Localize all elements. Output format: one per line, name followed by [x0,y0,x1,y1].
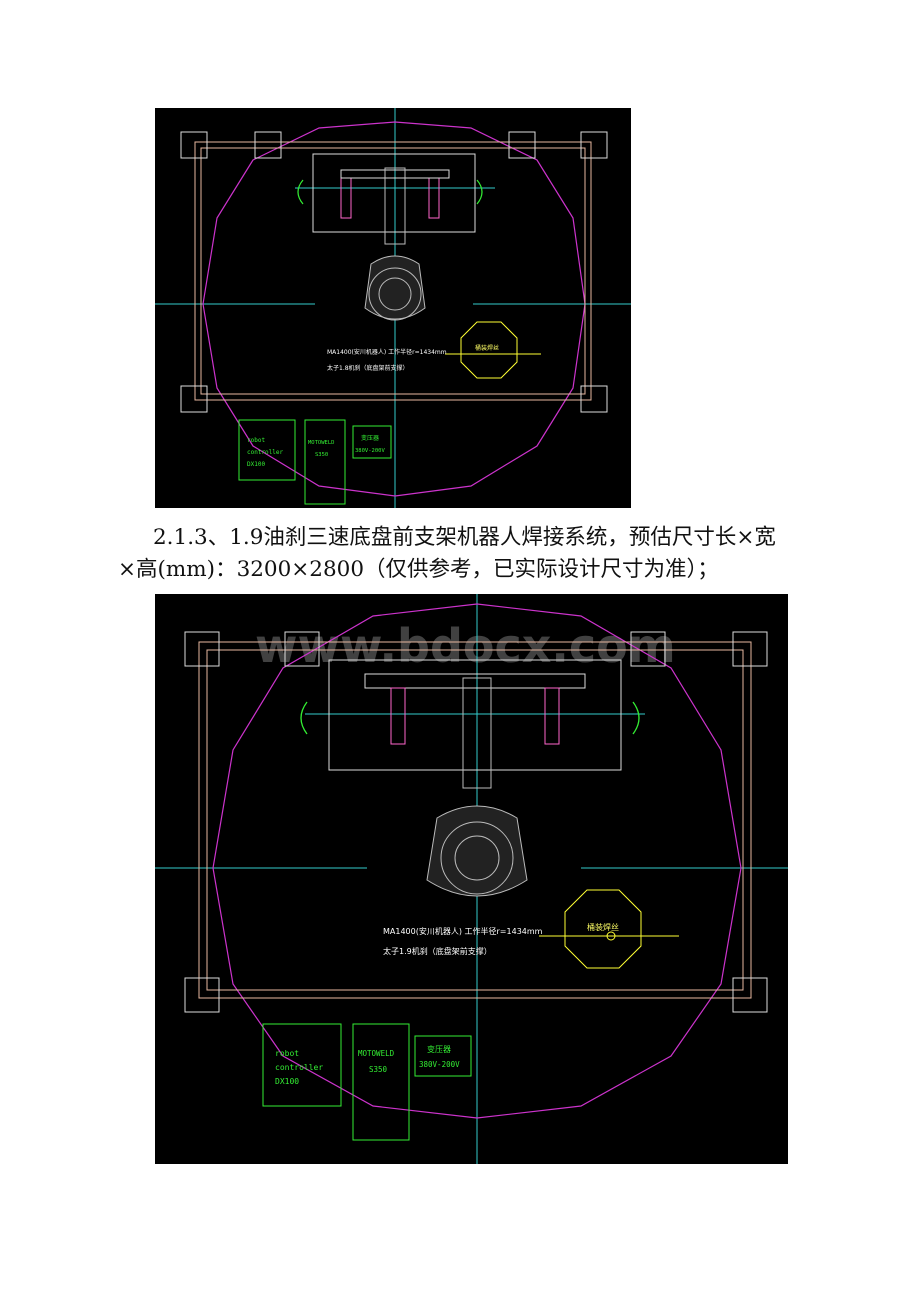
transformer-label-1: 变压器 [427,1044,451,1054]
cad-layout-svg-1: 桶装焊丝 MA1400(安川机器人) 工作半径r=1434mm 太子1.8机刹（… [155,108,631,508]
welder-box [304,419,346,505]
controller-label-3: DX100 [275,1077,299,1086]
corner-base-plates [180,131,608,413]
welder-label-1: MOTOWELD [308,440,335,446]
rotation-arrow-left [300,701,308,735]
welder-box [352,1023,410,1141]
welder-label-2: S350 [315,452,328,458]
controller-label-1: robot [247,437,265,444]
part-caption: 太子1.8机刹（底盘架前支撑） [327,364,409,372]
controller-label-2: controller [275,1063,323,1072]
wire-drum [460,321,518,379]
fixture-clamps [390,687,560,745]
robot-caption: MA1400(安川机器人) 工作半径r=1434mm [383,926,543,936]
fixture-table [328,659,622,771]
welder-label-1: MOTOWELD [358,1049,395,1058]
frame-rails [194,141,592,401]
robot-controller-box [238,419,296,481]
cad-layout-drawing-2: www.bdocx.com [155,594,788,1164]
rotation-arrow-left [297,179,304,205]
controller-label-3: DX100 [247,461,265,468]
weld-wire-label: 桶装焊丝 [475,344,499,352]
transformer-label-2: 380V-200V [419,1060,460,1069]
cad-layout-svg-2: www.bdocx.com [155,594,788,1164]
rotation-arrow-right [476,179,483,205]
welder-label-2: S350 [369,1065,388,1074]
cad-layout-drawing-1: 桶装焊丝 MA1400(安川机器人) 工作半径r=1434mm 太子1.8机刹（… [155,108,631,508]
robot-caption: MA1400(安川机器人) 工作半径r=1434mm [327,348,447,356]
rotation-arrow-right [632,701,640,735]
corner-base-plates [184,631,768,1013]
paragraph-line-1: 2.1.3、1.9油刹三速底盘前支架机器人焊接系统，预估尺寸长×宽 [153,525,776,550]
weld-wire-label: 桶装焊丝 [587,922,619,932]
transformer-label-2: 380V-200V [355,448,385,454]
part-caption: 太子1.9机刹（底盘架前支撑） [383,946,492,956]
frame-rails [198,641,752,999]
section-paragraph: 2.1.3、1.9油刹三速底盘前支架机器人焊接系统，预估尺寸长×宽 ×高(mm)… [118,522,808,586]
robot-controller-box [262,1023,342,1107]
watermark: www.bdocx.com [255,619,676,673]
fixture-table [312,153,476,233]
controller-label-1: robot [275,1049,299,1058]
transformer-label-1: 变压器 [361,434,379,442]
robot-workspace-circle [212,603,742,1119]
wire-drum [564,889,642,969]
fixture-clamps [340,177,440,219]
robot-arm [364,167,426,321]
paragraph-line-2: ×高(mm)：3200×2800（仅供参考，已实际设计尺寸为准）； [118,557,719,582]
transformer-box [352,425,392,459]
transformer-box [414,1035,472,1077]
robot-workspace-circle [202,121,586,497]
robot-arm [426,677,528,897]
controller-label-2: controller [247,449,284,456]
